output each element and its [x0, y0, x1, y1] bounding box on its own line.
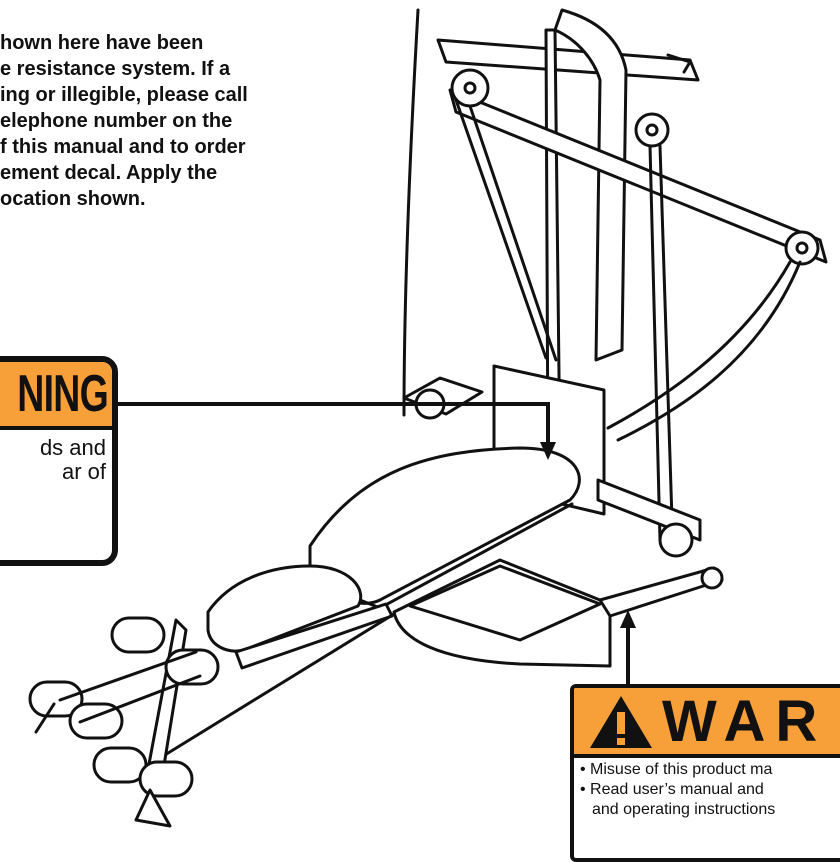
manual-page: hown here have been e resistance system.… — [0, 8, 840, 862]
roller — [138, 760, 194, 798]
warning-decal-body: ds and ar of — [6, 436, 106, 484]
warning-decal-right: WAR • Misuse of this product ma • Read u… — [570, 684, 840, 862]
roller — [28, 680, 84, 718]
pointer-arrow-icon — [540, 442, 556, 460]
instruction-line: ocation shown. — [0, 188, 146, 210]
decal-pointer-line-left — [106, 402, 550, 446]
roller — [110, 616, 166, 654]
pointer-arrow-icon — [620, 610, 636, 628]
roller — [68, 702, 124, 740]
instruction-line: ement decal. Apply the — [0, 162, 218, 184]
warning-decal-header: NING — [0, 362, 112, 430]
warning-decal-title: NING — [17, 365, 108, 423]
instruction-line: elephone number on the — [0, 110, 233, 132]
decal-instructions-text: hown here have been e resistance system.… — [0, 30, 340, 212]
front-pad — [206, 564, 363, 653]
instruction-line: e resistance system. If a — [0, 58, 231, 80]
upright-column — [553, 8, 628, 362]
warning-decal-left: NING ds and ar of — [0, 356, 118, 566]
warning-decal-header: WAR — [574, 688, 840, 758]
home-gym-illustration — [28, 8, 828, 828]
front-crossbar — [448, 88, 828, 264]
foot-stand — [134, 788, 172, 828]
warning-bullet: • Misuse of this product ma — [580, 761, 773, 778]
instruction-line: ing or illegible, please call — [0, 84, 248, 106]
warning-decal-title: WAR — [662, 689, 828, 754]
warning-bullet: • Read user’s manual and — [580, 781, 764, 798]
warning-decal-line: ar of — [61, 459, 106, 484]
warning-triangle-icon — [590, 696, 652, 748]
warning-bullet: and operating instructions — [592, 801, 776, 818]
warning-decal-body: • Misuse of this product ma • Read user’… — [580, 760, 840, 820]
roller — [92, 746, 148, 784]
cable-left — [402, 8, 420, 417]
warning-decal-line: ds and — [39, 435, 106, 460]
instruction-line: hown here have been — [0, 32, 204, 54]
instruction-line: f this manual and to order — [0, 136, 246, 158]
